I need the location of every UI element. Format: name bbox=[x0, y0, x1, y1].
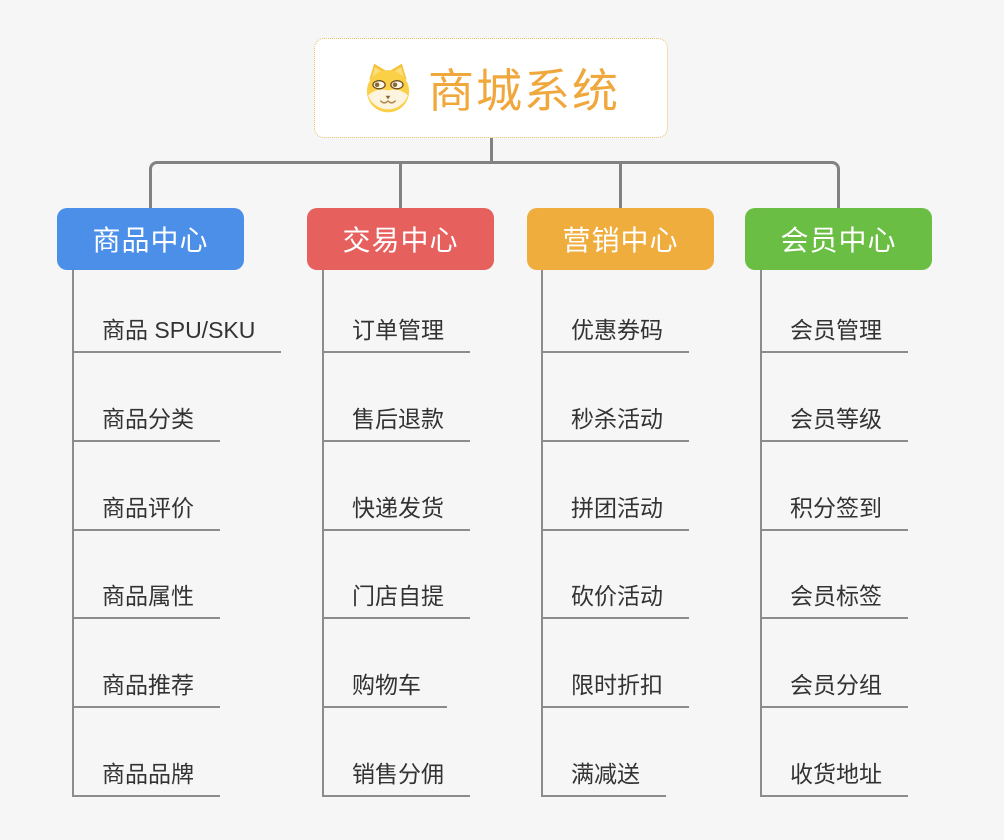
shiba-dog-icon bbox=[362, 62, 414, 114]
list-item[interactable]: 砍价活动 bbox=[541, 531, 689, 620]
list-item[interactable]: 积分签到 bbox=[760, 442, 908, 531]
list-item[interactable]: 会员分组 bbox=[760, 619, 908, 708]
topic-list-product: 商品 SPU/SKU 商品分类 商品评价 商品属性 商品推荐 商品品牌 bbox=[72, 265, 282, 797]
connector-branch2-stub bbox=[399, 163, 402, 209]
list-item[interactable]: 收货地址 bbox=[760, 708, 908, 797]
list-item[interactable]: 订单管理 bbox=[322, 265, 470, 354]
list-item[interactable]: 商品属性 bbox=[72, 531, 281, 620]
list-item[interactable]: 商品分类 bbox=[72, 353, 281, 442]
list-item[interactable]: 会员标签 bbox=[760, 531, 908, 620]
connector-trunk bbox=[72, 270, 74, 797]
branch-node-member-center[interactable]: 会员中心 bbox=[745, 208, 932, 270]
list-item[interactable]: 优惠券码 bbox=[541, 265, 689, 354]
connector-root-stub bbox=[490, 138, 493, 163]
branch-label: 会员中心 bbox=[780, 225, 897, 256]
list-item[interactable]: 销售分佣 bbox=[322, 708, 470, 797]
list-item[interactable]: 商品 SPU/SKU bbox=[72, 265, 282, 354]
list-item[interactable]: 售后退款 bbox=[322, 353, 470, 442]
root-title: 商城系统 bbox=[428, 65, 620, 117]
list-item[interactable]: 秒杀活动 bbox=[541, 353, 689, 442]
connector-trunk bbox=[760, 270, 762, 797]
connector-trunk bbox=[322, 270, 324, 797]
branch-node-product-center[interactable]: 商品中心 bbox=[57, 208, 244, 270]
branch-label: 商品中心 bbox=[92, 225, 209, 256]
list-item[interactable]: 会员管理 bbox=[760, 265, 908, 354]
topic-list-trade: 订单管理 售后退款 快递发货 门店自提 购物车 销售分佣 bbox=[322, 265, 470, 797]
branch-label: 交易中心 bbox=[342, 225, 459, 256]
list-item[interactable]: 门店自提 bbox=[322, 531, 470, 620]
connector-bus bbox=[149, 161, 840, 209]
list-item[interactable]: 商品推荐 bbox=[72, 619, 281, 708]
list-item[interactable]: 限时折扣 bbox=[541, 619, 689, 708]
connector-trunk bbox=[541, 270, 543, 797]
list-item[interactable]: 拼团活动 bbox=[541, 442, 689, 531]
branch-node-trade-center[interactable]: 交易中心 bbox=[307, 208, 494, 270]
list-item[interactable]: 会员等级 bbox=[760, 353, 908, 442]
list-item[interactable]: 满减送 bbox=[541, 708, 689, 797]
branch-node-marketing-center[interactable]: 营销中心 bbox=[527, 208, 714, 270]
connector-branch3-stub bbox=[619, 163, 622, 209]
list-item[interactable]: 购物车 bbox=[322, 619, 470, 708]
topic-list-member: 会员管理 会员等级 积分签到 会员标签 会员分组 收货地址 bbox=[760, 265, 908, 797]
list-item[interactable]: 商品品牌 bbox=[72, 708, 281, 797]
list-item[interactable]: 快递发货 bbox=[322, 442, 470, 531]
topic-list-marketing: 优惠券码 秒杀活动 拼团活动 砍价活动 限时折扣 满减送 bbox=[541, 265, 689, 797]
root-node[interactable]: 商城系统 bbox=[314, 38, 668, 138]
branch-label: 营销中心 bbox=[562, 225, 679, 256]
list-item[interactable]: 商品评价 bbox=[72, 442, 281, 531]
